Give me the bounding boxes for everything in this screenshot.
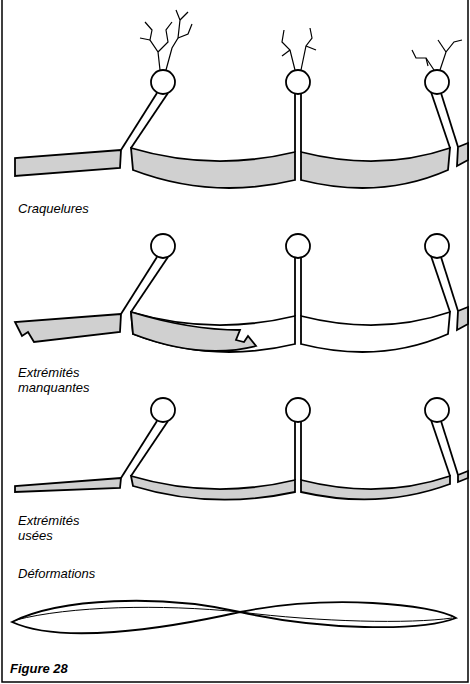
- damage-label: Extrémités usées: [18, 513, 98, 543]
- worn-blades: [15, 398, 468, 500]
- cracked-blades: [15, 10, 468, 188]
- figure-caption: Figure 28: [10, 661, 68, 676]
- broken-blades: [15, 234, 468, 352]
- damage-label: Craquelures: [18, 201, 89, 216]
- damage-label: Extrémités manquantes: [18, 365, 106, 395]
- twisted-blade: [12, 601, 456, 633]
- damage-label: Déformations: [18, 566, 95, 581]
